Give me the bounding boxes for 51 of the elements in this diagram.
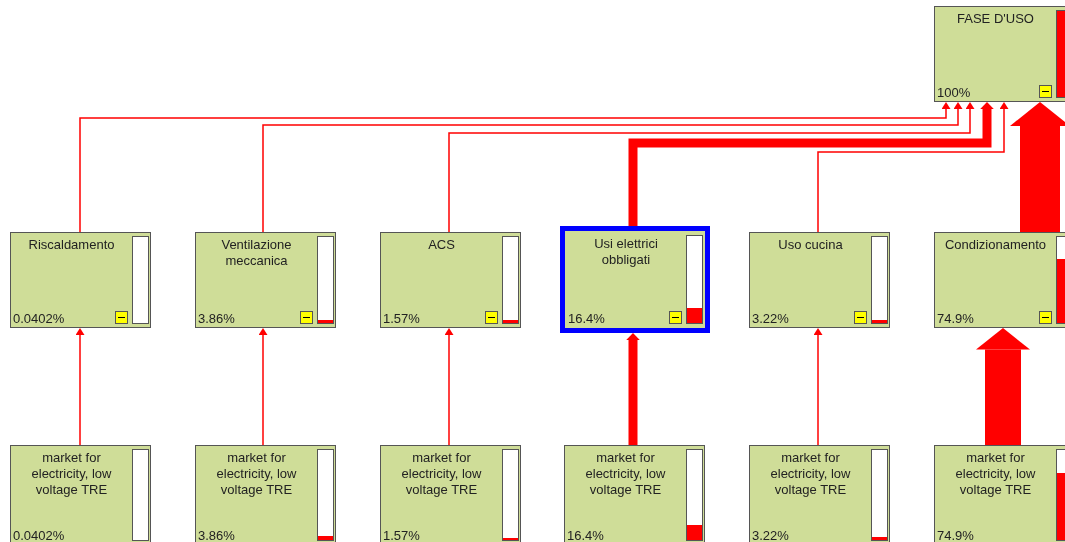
process-title: Condizionamento: [943, 236, 1048, 253]
process-box: [195, 232, 336, 328]
percentage-value: 0.0402%: [13, 528, 65, 542]
process-box: [749, 445, 890, 542]
percentage-value: 1.57%: [383, 311, 420, 327]
percentage-value: 3.86%: [198, 311, 235, 327]
process-title: Usi elettrici obbligati: [593, 235, 659, 268]
process-title: market for electricity, low voltage TRE: [30, 449, 113, 498]
percentage-value: 1.57%: [383, 528, 420, 542]
percentage-value: 74.9%: [937, 528, 974, 542]
flow-arrow: [813, 328, 823, 446]
flow-arrow: [628, 102, 994, 226]
percentage-value: 16.4%: [567, 528, 604, 542]
percentage-value: 74.9%: [937, 311, 974, 327]
percentage-value: 16.4%: [568, 311, 605, 327]
percentage-value: 3.86%: [198, 528, 235, 542]
process-box: [749, 232, 890, 328]
process-title: FASE D'USO: [956, 10, 1035, 27]
flow-arrow: [817, 102, 1009, 233]
percentage-value: 3.22%: [752, 528, 789, 542]
process-box: [560, 226, 710, 333]
percentage-value: 3.22%: [752, 311, 789, 327]
process-box: [934, 6, 1065, 102]
flow-arrow: [448, 102, 975, 233]
process-box: [10, 445, 151, 542]
process-box: [380, 445, 521, 542]
flow-arrow: [1010, 102, 1065, 232]
process-box: [564, 445, 705, 542]
process-title: market for electricity, low voltage TRE: [215, 449, 298, 498]
process-title: market for electricity, low voltage TRE: [769, 449, 852, 498]
flow-arrow: [79, 102, 951, 233]
process-title: market for electricity, low voltage TRE: [954, 449, 1037, 498]
percentage-value: 100%: [937, 85, 971, 101]
process-box: [934, 445, 1065, 542]
percentage-value: 0.0402%: [13, 311, 65, 327]
flow-arrow: [626, 333, 640, 445]
flow-arrow: [444, 328, 454, 446]
flow-arrow: [262, 102, 963, 233]
flow-arrow: [976, 328, 1030, 445]
process-title: Uso cucina: [777, 236, 844, 253]
process-title: Ventilazione meccanica: [220, 236, 293, 269]
flow-arrow: [75, 328, 85, 446]
process-title: market for electricity, low voltage TRE: [400, 449, 483, 498]
process-title: ACS: [427, 236, 456, 253]
process-title: market for electricity, low voltage TRE: [584, 449, 667, 498]
process-box: [10, 232, 151, 328]
flow-arrow: [258, 328, 268, 446]
process-title: Riscaldamento: [27, 236, 116, 253]
process-box: [195, 445, 336, 542]
process-box: [934, 232, 1065, 328]
process-box: [380, 232, 521, 328]
